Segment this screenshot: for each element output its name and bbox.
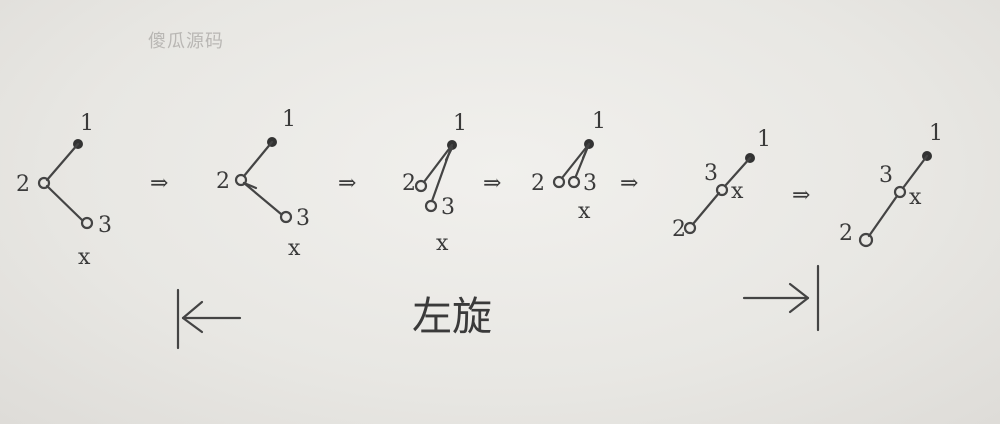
tree-step-1: 1 2 3 x xyxy=(16,111,112,270)
label-x: x xyxy=(78,245,91,270)
label-2: 2 xyxy=(531,171,545,196)
label-1: 1 xyxy=(929,121,943,146)
label-x: x xyxy=(578,199,591,224)
node-2 xyxy=(683,221,697,235)
label-1: 1 xyxy=(757,127,771,152)
arrow-3: ⇒ xyxy=(483,171,501,196)
node-2 xyxy=(234,173,248,187)
label-2: 2 xyxy=(402,171,416,196)
label-3: 3 xyxy=(296,206,310,231)
label-2: 2 xyxy=(16,172,30,197)
arrow-1: ⇒ xyxy=(150,171,168,196)
node-2 xyxy=(37,176,51,190)
node-3 xyxy=(893,185,907,199)
tree-step-3: 1 2 3 x xyxy=(402,111,467,256)
label-3: 3 xyxy=(583,171,597,196)
tree-step-2: 1 2 3 x xyxy=(216,107,310,261)
label-2: 2 xyxy=(216,169,230,194)
node-3 xyxy=(424,199,438,213)
label-1: 1 xyxy=(453,111,467,136)
label-x: x xyxy=(909,185,922,210)
tree-step-4: 1 2 3 x xyxy=(531,109,606,224)
label-x: x xyxy=(288,236,301,261)
node-2 xyxy=(414,179,428,193)
node-3 xyxy=(80,216,94,230)
label-3: 3 xyxy=(879,163,893,188)
tree-step-6: 1 3 x 2 xyxy=(839,121,943,248)
label-1: 1 xyxy=(80,111,94,136)
label-1: 1 xyxy=(592,109,606,134)
node-3 xyxy=(279,210,293,224)
caption-left-rotation: 左旋 xyxy=(412,294,492,340)
label-1: 1 xyxy=(282,107,296,132)
node-3 xyxy=(715,183,729,197)
arrow-5: ⇒ xyxy=(792,183,810,208)
label-x: x xyxy=(436,231,449,256)
label-3: 3 xyxy=(704,161,718,186)
label-3: 3 xyxy=(441,195,455,220)
watermark-text: 傻瓜源码 xyxy=(148,31,224,52)
arrow-4: ⇒ xyxy=(620,171,638,196)
label-2: 2 xyxy=(839,221,853,246)
range-start-arrow xyxy=(176,288,242,350)
label-3: 3 xyxy=(98,213,112,238)
label-x: x xyxy=(731,179,744,204)
node-3 xyxy=(567,175,581,189)
tree-step-5: 1 3 x 2 xyxy=(672,127,771,242)
range-end-arrow xyxy=(742,264,820,332)
label-2: 2 xyxy=(672,217,686,242)
node-2 xyxy=(858,232,874,248)
arrow-2: ⇒ xyxy=(338,171,356,196)
node-2 xyxy=(552,175,566,189)
